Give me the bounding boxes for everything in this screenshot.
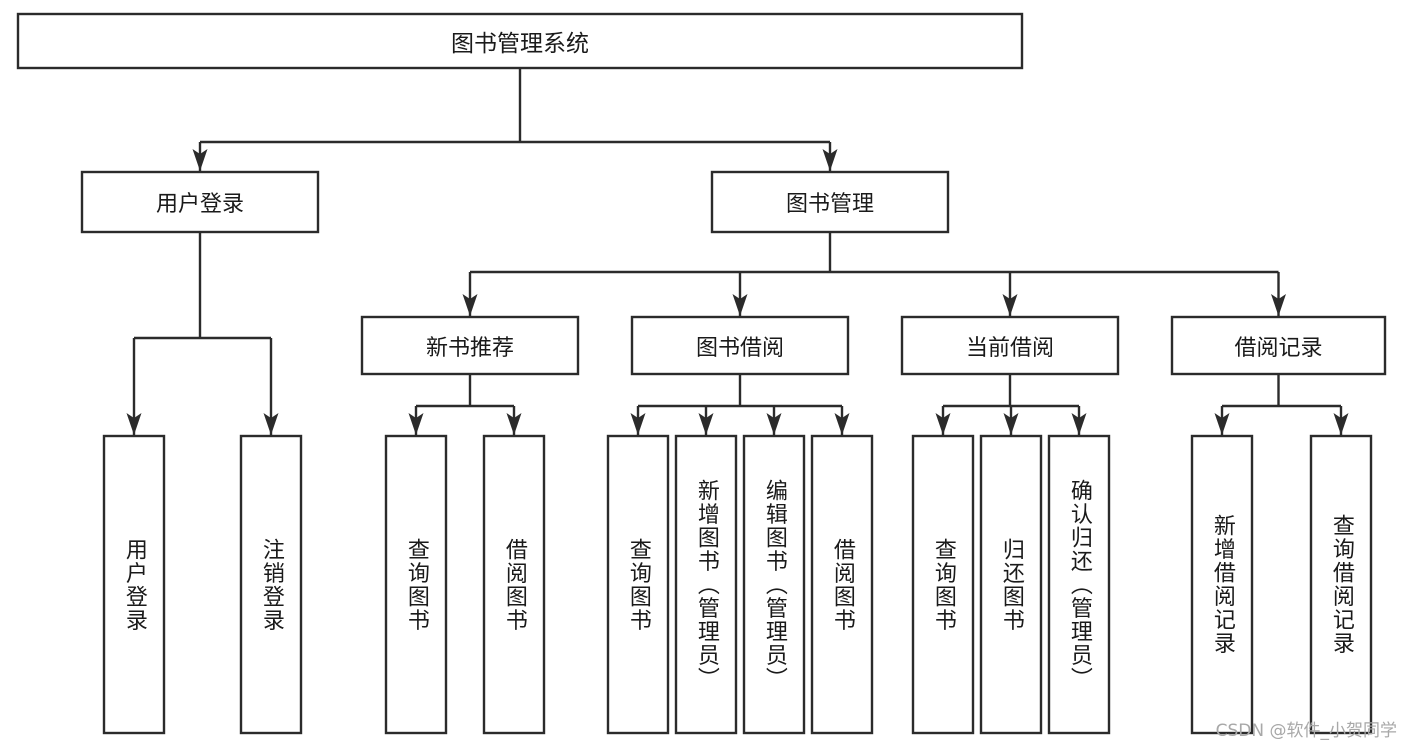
arrow-head-icon — [630, 413, 646, 435]
arrow-head-icon — [192, 149, 208, 171]
arrow-head-icon — [732, 294, 748, 316]
node-level2-2[interactable] — [900, 315, 1120, 376]
arrow-head-icon — [698, 413, 714, 435]
arrow-head-icon — [462, 294, 478, 316]
arrow-head-icon — [263, 413, 279, 435]
arrow-head-icon — [1071, 413, 1087, 435]
arrow-head-icon — [1333, 413, 1349, 435]
node-leaf-6[interactable] — [742, 434, 806, 735]
arrow-head-icon — [1214, 413, 1230, 435]
arrow-head-icon — [834, 413, 850, 435]
arrow-head-icon — [822, 149, 838, 171]
node-leaf-8[interactable] — [911, 434, 975, 735]
node-root-system[interactable] — [16, 12, 1024, 70]
node-leaf-7[interactable] — [810, 434, 874, 735]
node-leaf-4[interactable] — [606, 434, 670, 735]
node-leaf-12[interactable] — [1309, 434, 1373, 735]
node-leaf-11[interactable] — [1190, 434, 1254, 735]
node-leaf-1[interactable] — [239, 434, 303, 735]
node-level1-0[interactable] — [80, 170, 320, 234]
node-level2-1[interactable] — [630, 315, 850, 376]
node-leaf-2[interactable] — [384, 434, 448, 735]
arrow-head-icon — [1271, 294, 1286, 316]
connector-layer — [126, 68, 1349, 435]
node-leaf-10[interactable] — [1047, 434, 1111, 735]
arrow-head-icon — [126, 413, 142, 435]
arrow-head-icon — [506, 413, 522, 435]
node-leaf-9[interactable] — [979, 434, 1043, 735]
arrow-head-icon — [935, 413, 951, 435]
node-leaf-5[interactable] — [674, 434, 738, 735]
node-level1-1[interactable] — [710, 170, 950, 234]
arrow-head-icon — [1003, 413, 1019, 435]
arrow-head-icon — [408, 413, 424, 435]
node-leaf-3[interactable] — [482, 434, 546, 735]
node-level2-3[interactable] — [1170, 315, 1387, 376]
node-leaf-0[interactable] — [102, 434, 166, 735]
node-layer — [16, 12, 1387, 735]
node-level2-0[interactable] — [360, 315, 580, 376]
arrow-head-icon — [766, 413, 782, 435]
arrow-head-icon — [1002, 294, 1018, 316]
